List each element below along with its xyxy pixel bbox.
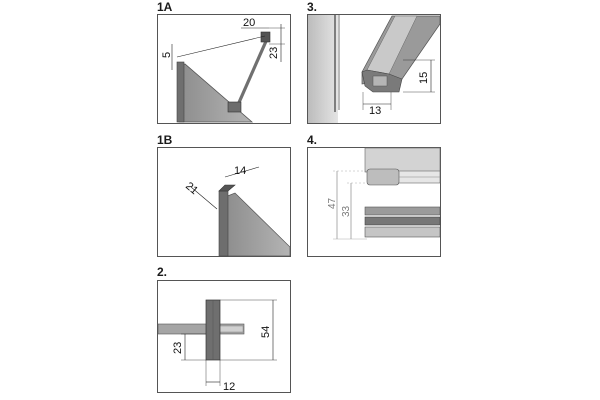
panel-2-frame xyxy=(157,280,291,393)
panel-4-label: 4. xyxy=(307,133,318,147)
wall-glass-3 xyxy=(308,15,338,123)
panel-3-diagram: 13 15 xyxy=(307,14,441,124)
panel-1b-diagram: 14 21 xyxy=(157,147,291,257)
panel-4-diagram: 47 33 xyxy=(307,147,441,257)
panel-1a-label: 1A xyxy=(157,0,173,14)
dimension-4-33: 33 xyxy=(341,205,352,217)
dimension-3-15: 15 xyxy=(418,72,430,84)
dimension-2-12: 12 xyxy=(223,381,235,393)
panel-1a-diagram: 20 5 23 xyxy=(157,14,291,124)
dimension-1a-5: 5 xyxy=(161,52,173,58)
glass-clamp xyxy=(227,101,242,113)
panel-3-label: 3. xyxy=(307,0,318,14)
panel-1b-label: 1B xyxy=(157,133,173,147)
dimension-3-13: 13 xyxy=(369,105,381,117)
stabilizer-bar xyxy=(235,38,269,108)
profile-clip-4 xyxy=(366,168,400,186)
wall-bracket xyxy=(260,31,271,43)
panel-2-label: 2. xyxy=(157,265,168,279)
dimension-4-47: 47 xyxy=(327,197,338,209)
dimension-1a-20: 20 xyxy=(243,17,255,29)
dimension-2-23: 23 xyxy=(172,342,184,354)
glass-edge-1b xyxy=(218,190,229,257)
dimension-1a-23: 23 xyxy=(268,47,280,59)
profile-section-4 xyxy=(364,147,441,173)
dimension-line-1a-top xyxy=(176,35,266,58)
glass-edge-1a xyxy=(176,61,185,123)
dimension-1b-14: 14 xyxy=(234,165,246,177)
panel-2-diagram: 54 23 12 xyxy=(157,280,291,394)
dimension-2-54: 54 xyxy=(260,326,272,338)
